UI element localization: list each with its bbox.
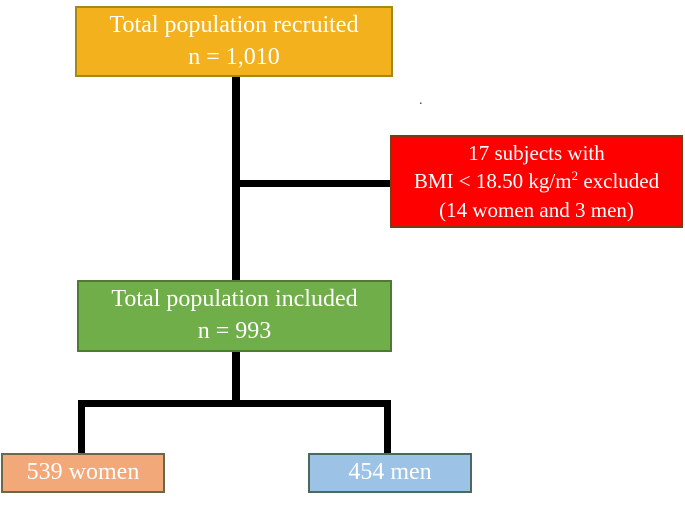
connector-split-horizontal [78, 400, 391, 407]
node-excluded: 17 subjects with BMI < 18.50 kg/m2 exclu… [390, 135, 683, 228]
women-label: 539 women [26, 459, 140, 486]
connector-recruited-to-included [232, 77, 240, 281]
included-line1: Total population included [111, 286, 358, 313]
excluded-line2: BMI < 18.50 kg/m2 excluded [414, 167, 659, 196]
recruited-line1: Total population recruited [109, 11, 359, 38]
excluded-line2-post: excluded [578, 169, 660, 194]
connector-to-excluded [236, 180, 390, 187]
excluded-line1: 17 subjects with [468, 140, 605, 165]
connector-included-to-split [232, 351, 240, 407]
connector-to-men [384, 400, 391, 454]
included-line2: n = 993 [197, 318, 272, 344]
node-total-recruited: Total population recruited n = 1,010 [75, 6, 393, 77]
connector-to-women [78, 400, 85, 454]
node-total-included: Total population included n = 993 [77, 280, 392, 352]
node-men: 454 men [308, 453, 472, 493]
recruited-line2: n = 1,010 [188, 43, 280, 70]
stray-dot: . [419, 93, 423, 108]
excluded-line3: (14 women and 3 men) [439, 197, 634, 222]
node-women: 539 women [1, 453, 165, 493]
excluded-line2-pre: BMI < 18.50 kg/m [413, 169, 572, 194]
men-label: 454 men [348, 459, 432, 486]
excluded-line2-superscript: 2 [571, 168, 579, 184]
